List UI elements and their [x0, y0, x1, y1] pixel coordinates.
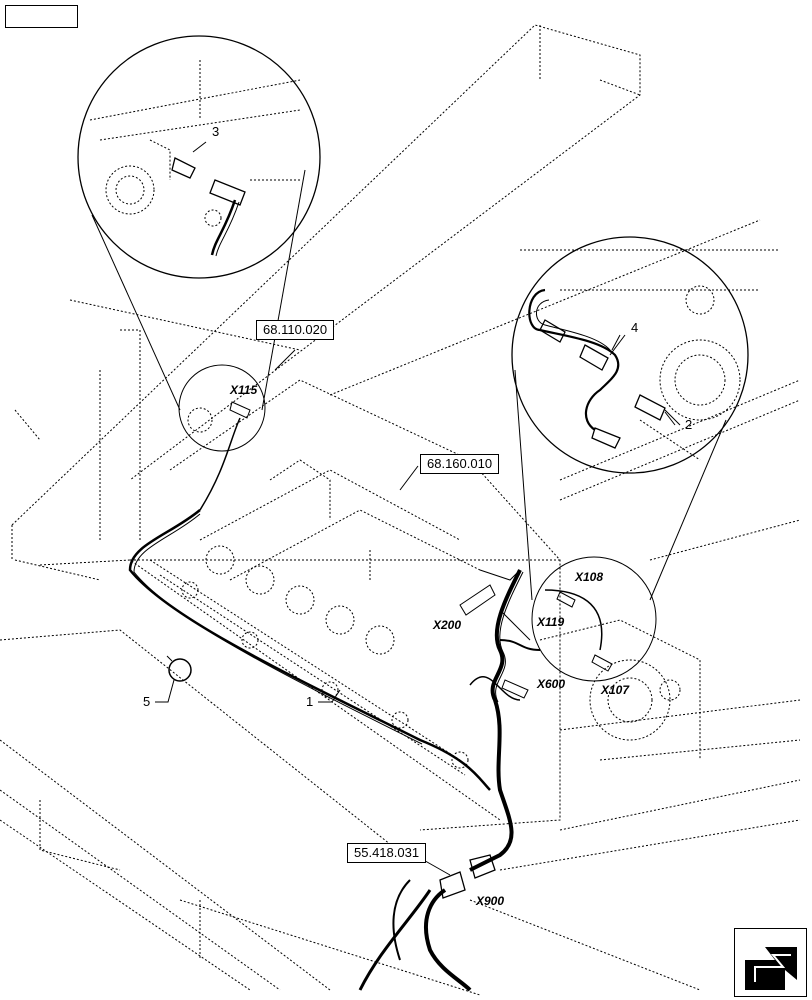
main-harness: [128, 509, 491, 791]
machine-frame: [0, 24, 801, 996]
reference-55-418-031[interactable]: 55.418.031: [347, 843, 427, 863]
connector-label-x600: X600: [537, 677, 566, 691]
back-button[interactable]: [5, 5, 78, 28]
item-number-3: 3: [212, 124, 220, 139]
next-arrow-icon: [745, 947, 797, 990]
item-number-4: 4: [631, 320, 639, 335]
detail-circle-top: [77, 35, 321, 279]
item-number-1: 1: [306, 694, 314, 709]
reference-68-110-020[interactable]: 68.110.020: [256, 320, 335, 340]
connector-label-x107: X107: [601, 683, 630, 697]
reference-68-160-010[interactable]: 68.160.010: [420, 454, 500, 474]
clamp-ring: [168, 658, 192, 682]
next-button[interactable]: [734, 928, 807, 997]
connector-label-x115: X115: [230, 383, 258, 397]
item-number-5: 5: [143, 694, 151, 709]
harness-branch: [469, 569, 522, 872]
item-number-2: 2: [685, 417, 693, 432]
detail-circle-x108: [531, 556, 657, 682]
detail-circle-right: [511, 236, 749, 474]
engine-block: [149, 379, 701, 831]
connector-label-x900: X900: [476, 894, 505, 908]
detail-circle-x115: [178, 364, 266, 452]
connector-label-x108: X108: [575, 570, 604, 584]
connector-label-x119: X119: [537, 615, 565, 629]
connector-label-x200: X200: [433, 618, 462, 632]
